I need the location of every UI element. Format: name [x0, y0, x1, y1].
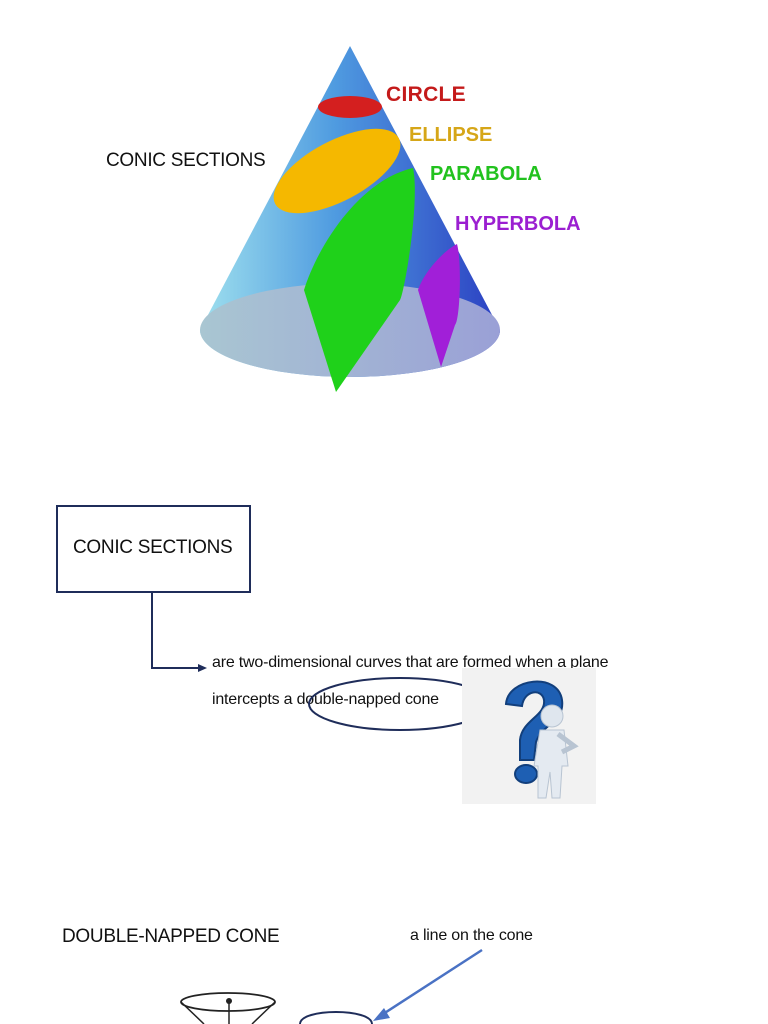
definition-line-1: are two-dimensional curves that are form…	[212, 654, 609, 671]
ellipse-label: ELLIPSE	[409, 124, 492, 146]
definition-line-2: intercepts a double-napped cone	[212, 691, 439, 709]
box-title: CONIC SECTIONS	[73, 537, 233, 558]
definition-prefix: intercepts a	[212, 691, 297, 708]
circle-section	[318, 96, 382, 118]
hero-side-label: CONIC SECTIONS	[106, 150, 266, 171]
conic-sections-box: CONIC SECTIONS	[56, 505, 251, 593]
double-napped-title: DOUBLE-NAPPED CONE	[62, 926, 280, 947]
parabola-section	[304, 168, 415, 392]
parabola-label: PARABOLA	[430, 163, 542, 185]
question-mark-figure-icon	[462, 668, 596, 804]
circle-label: CIRCLE	[386, 83, 466, 106]
double-napped-highlight: double-napped cone	[296, 691, 440, 708]
hyperbola-label: HYPERBOLA	[455, 213, 581, 235]
cone-illustration: CIRCLE ELLIPSE PARABOLA HYPERBOLA	[200, 46, 581, 392]
line-on-cone-annotation: a line on the cone	[410, 927, 533, 944]
hyperbola-section	[418, 244, 460, 367]
ellipse-section	[273, 128, 401, 214]
